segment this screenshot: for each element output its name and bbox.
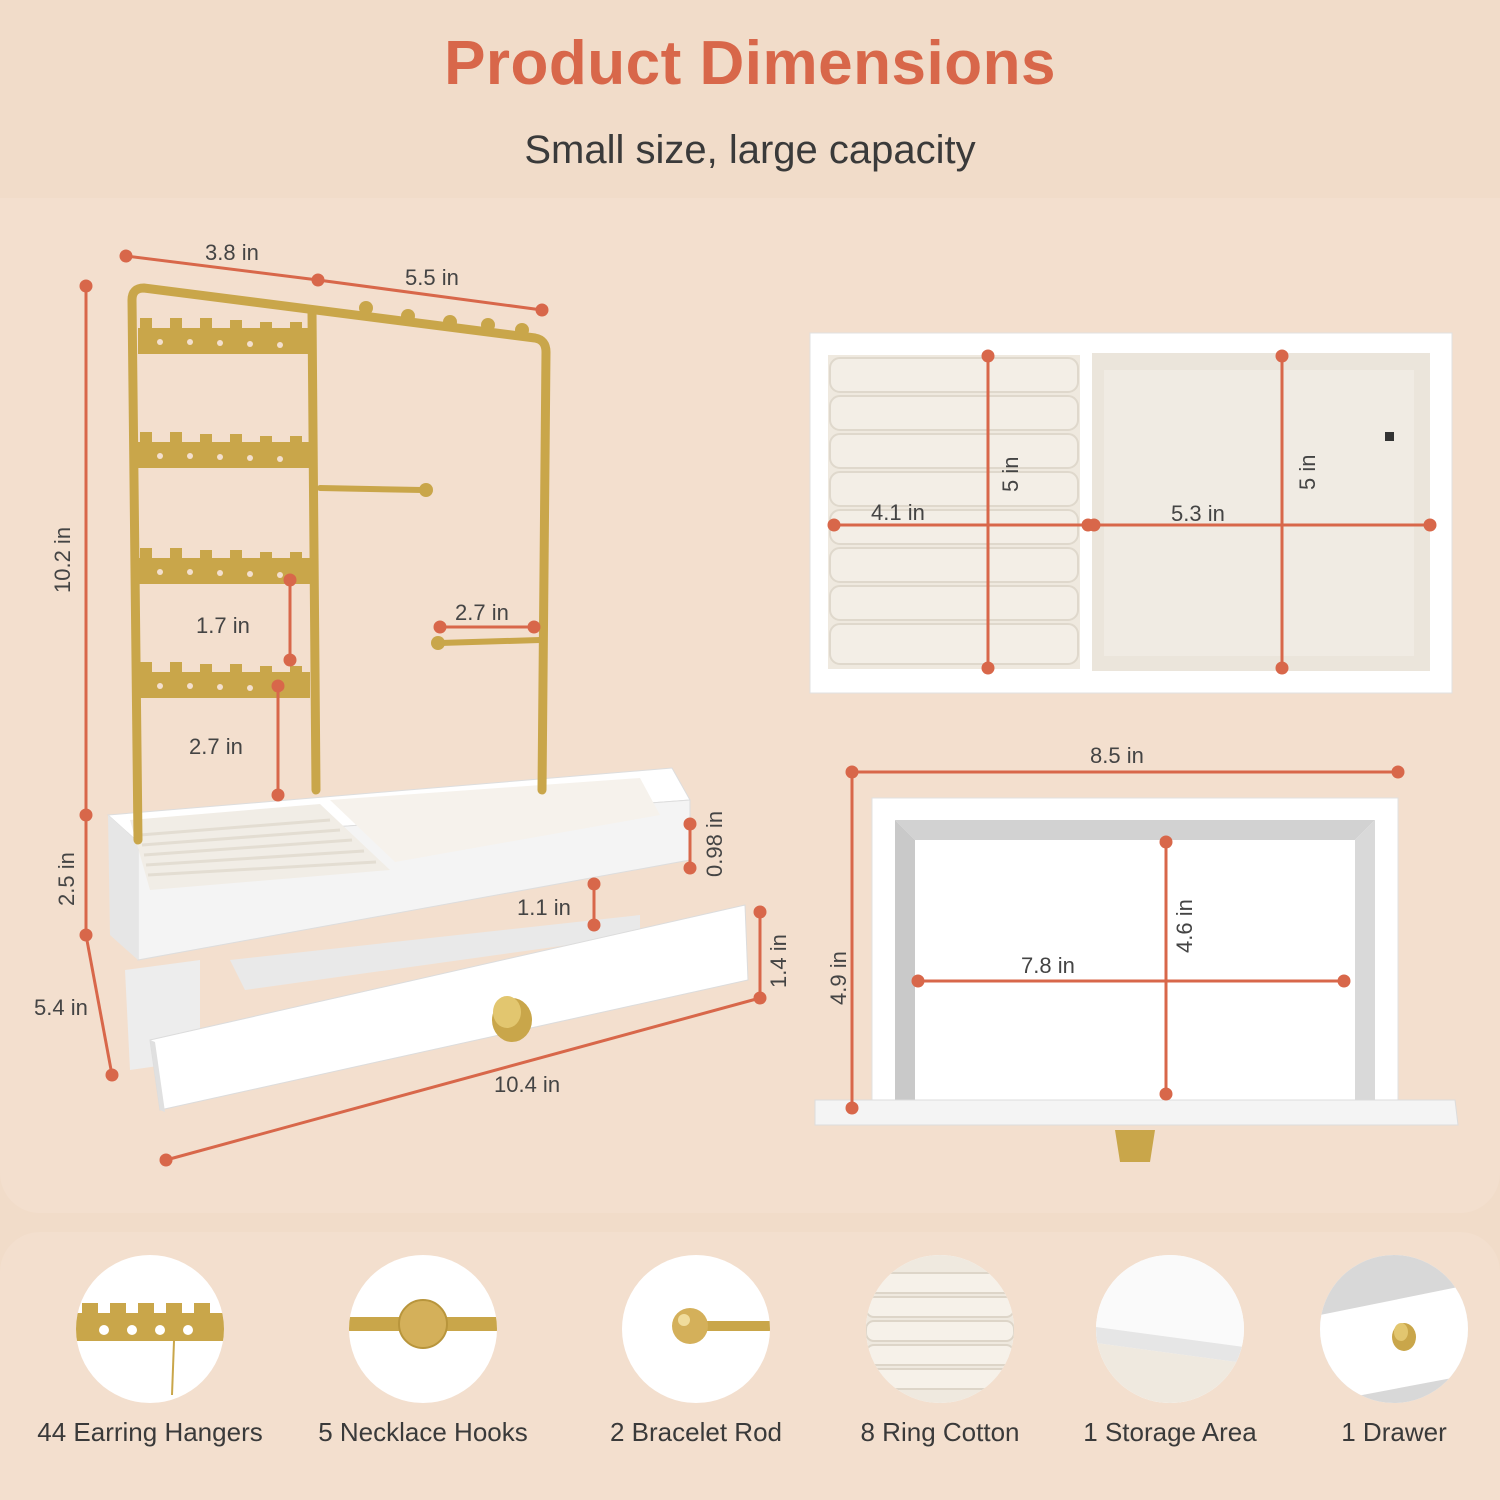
- feature-label: 1 Drawer: [1341, 1417, 1447, 1447]
- dim-base-height: 2.5 in: [54, 852, 79, 906]
- feature-label: 1 Storage Area: [1083, 1417, 1257, 1447]
- dim-drawer-outer-width: 8.5 in: [1090, 743, 1144, 768]
- stand-dimension-lines: [79, 249, 767, 1167]
- dim-drawer-outer-depth: 4.9 in: [826, 951, 851, 1005]
- feature-necklace-hooks: 5 Necklace Hooks: [303, 1255, 543, 1448]
- page-title: Product Dimensions: [444, 29, 1056, 98]
- dim-tray-depth: 0.98 in: [702, 811, 727, 877]
- dim-tray-right-length: 5 in: [1295, 455, 1320, 490]
- tray-illustration: [809, 332, 1453, 694]
- dim-hanger-to-tray: 2.7 in: [189, 734, 243, 759]
- page-subtitle: Small size, large capacity: [524, 128, 976, 172]
- dim-tray-right-width: 5.3 in: [1171, 501, 1225, 526]
- dim-tray-left-width: 4.1 in: [871, 500, 925, 525]
- dim-drawer-height: 1.4 in: [766, 934, 791, 988]
- feature-bracelet-rod: 2 Bracelet Rod: [576, 1255, 816, 1448]
- dim-drawer-inner-width: 7.8 in: [1021, 953, 1075, 978]
- dim-hanger-gap: 1.7 in: [196, 613, 250, 638]
- feature-storage-area: 1 Storage Area: [1050, 1255, 1290, 1448]
- necklace-hook-icon: [349, 1255, 497, 1403]
- feature-earring-hangers: 44 Earring Hangers: [30, 1255, 270, 1448]
- earring-hanger-icon: [76, 1255, 224, 1403]
- feature-label: 8 Ring Cotton: [860, 1417, 1020, 1447]
- feature-label: 44 Earring Hangers: [37, 1417, 263, 1447]
- feature-label: 2 Bracelet Rod: [610, 1417, 782, 1447]
- storage-area-icon: [1096, 1255, 1244, 1403]
- drawer-icon: [1320, 1255, 1468, 1403]
- dim-rod-length: 2.7 in: [455, 600, 509, 625]
- feature-drawer: 1 Drawer: [1274, 1255, 1500, 1448]
- ring-cotton-icon: [866, 1255, 1014, 1403]
- dim-stand-top-right: 5.5 in: [405, 265, 459, 290]
- dim-drawer-gap: 1.1 in: [517, 895, 571, 920]
- jewelry-stand-illustration: [106, 283, 749, 1112]
- dim-stand-top-left: 3.8 in: [205, 240, 259, 265]
- tray-dimension-lines: [827, 349, 1437, 675]
- dim-tray-left-length: 5 in: [998, 457, 1023, 492]
- dim-base-width: 10.4 in: [494, 1072, 560, 1097]
- feature-ring-cotton: 8 Ring Cotton: [820, 1255, 1060, 1448]
- dim-base-depth: 5.4 in: [34, 995, 88, 1020]
- feature-label: 5 Necklace Hooks: [318, 1417, 528, 1447]
- drawer-dimension-lines: [845, 765, 1405, 1115]
- bracelet-rod-icon: [622, 1255, 770, 1403]
- dim-stand-height: 10.2 in: [50, 527, 75, 593]
- dim-drawer-inner-depth: 4.6 in: [1172, 899, 1197, 953]
- drawer-illustration: [814, 797, 1459, 1162]
